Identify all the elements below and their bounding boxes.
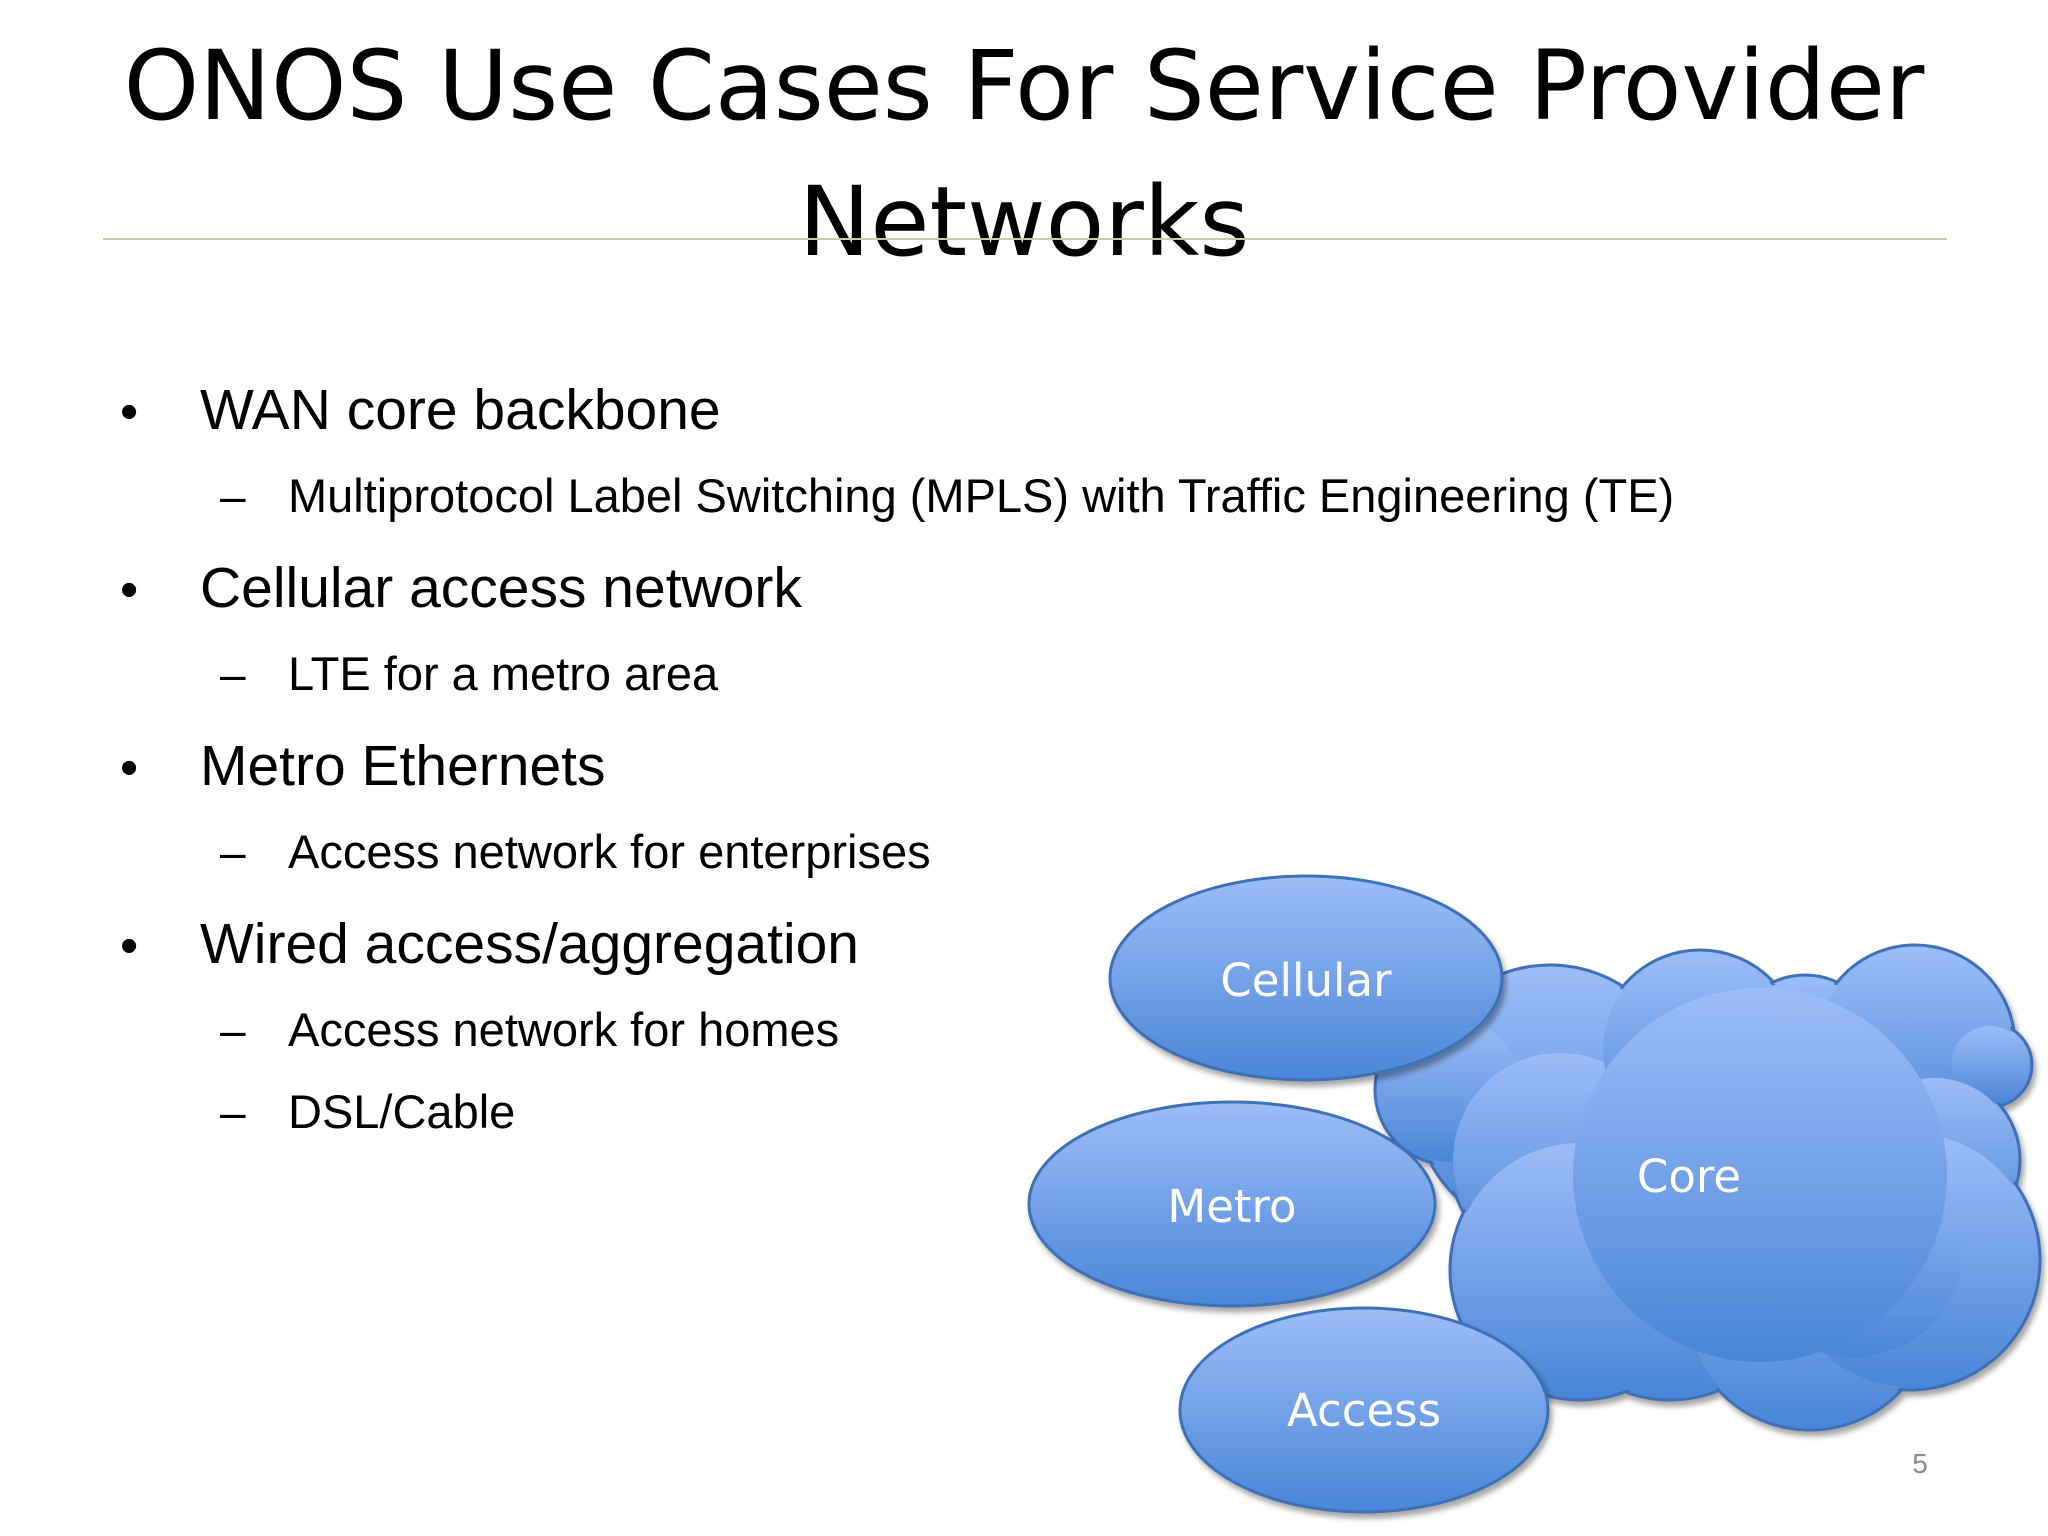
bullet-item: • Metro Ethernets – Access network for e… [120,721,1900,893]
bullet-marker: • [120,917,139,975]
bullet-marker: • [120,561,139,619]
sub-bullet-marker: – [220,826,246,878]
sub-bullet-text: Access network for enterprises [288,825,931,878]
sub-bullet-list: – Multiprotocol Label Switching (MPLS) w… [120,455,1900,537]
sub-bullet-text: DSL/Cable [288,1085,516,1138]
bullet-marker: • [120,383,139,441]
sub-bullet-item: – LTE for a metro area [220,633,1900,715]
bullet-text: Wired access/aggregation [200,912,860,976]
bullet-text: Metro Ethernets [200,734,606,798]
bullet-text: Cellular access network [200,556,802,620]
bullet-item: • WAN core backbone – Multiprotocol Labe… [120,365,1900,537]
page-number: 5 [1912,1448,1928,1479]
metro-ellipse [1027,1100,1437,1308]
bullet-item: • Wired access/aggregation – Access netw… [120,899,1900,1153]
sub-bullet-item: – Access network for enterprises [220,811,1900,893]
sub-bullet-list: – Access network for enterprises [120,811,1900,893]
access-ellipse [1178,1306,1550,1514]
sub-bullet-text: Access network for homes [288,1003,840,1056]
bullet-item: • Cellular access network – LTE for a me… [120,543,1900,715]
cellular-ellipse [1108,874,1504,1082]
bullet-marker: • [120,739,139,797]
sub-bullet-marker: – [220,648,246,700]
sub-bullet-text: LTE for a metro area [288,647,719,700]
bullet-text: WAN core backbone [200,378,721,442]
core-cloud [1373,943,2042,1432]
title-divider [103,238,1947,240]
sub-bullet-item: – Multiprotocol Label Switching (MPLS) w… [220,455,1900,537]
sub-bullet-marker: – [220,1086,246,1138]
sub-bullet-list: – Access network for homes – DSL/Cable [120,989,1900,1153]
sub-bullet-text: Multiprotocol Label Switching (MPLS) wit… [288,469,1675,522]
sub-bullet-marker: – [220,470,246,522]
slide-title: ONOS Use Cases For Service Provider Netw… [123,30,1925,278]
sub-bullet-item: – DSL/Cable [220,1071,1900,1153]
sub-bullet-list: – LTE for a metro area [120,633,1900,715]
bullet-list: • WAN core backbone – Multiprotocol Labe… [120,365,1900,1159]
sub-bullet-item: – Access network for homes [220,989,1900,1071]
sub-bullet-marker: – [220,1004,246,1056]
